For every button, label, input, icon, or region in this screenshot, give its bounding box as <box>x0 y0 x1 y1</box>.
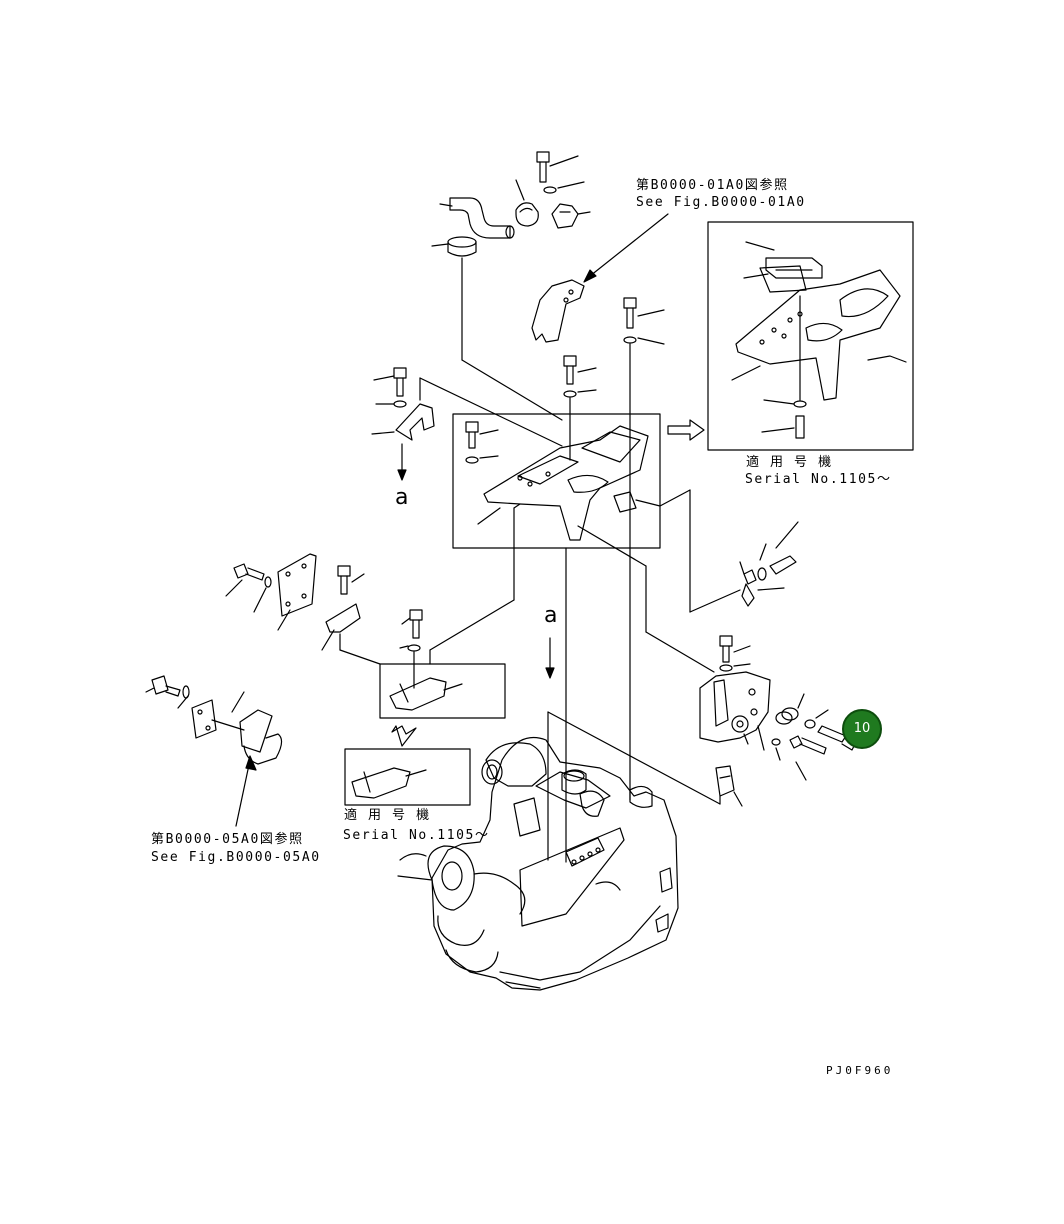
reference-top-en: See Fig.B0000-01A0 <box>636 195 806 210</box>
view-marker-upper: a <box>395 485 409 510</box>
bolt-left-a <box>225 563 272 613</box>
bushing <box>775 693 805 725</box>
reference-left-en: See Fig.B0000-05A0 <box>151 850 321 865</box>
detail-box-right <box>707 221 914 451</box>
view-marker-lower: a <box>544 603 558 628</box>
plate-left <box>277 553 317 631</box>
serial-right-en: Serial No.1105～ <box>745 472 892 487</box>
engine-mount-right <box>699 635 771 751</box>
support-stay <box>531 279 585 343</box>
hinge-box-lower <box>344 748 471 806</box>
hinge-bolt <box>399 609 423 689</box>
hose-elbow <box>439 197 515 239</box>
reference-top-jp: 第B0000-01A0図参照 <box>636 178 789 193</box>
bracket-left-mid <box>321 565 381 665</box>
hinge-box-upper <box>379 663 506 719</box>
serial-right-jp: 適 用 号 機 <box>746 455 833 470</box>
mount-foot <box>715 765 743 807</box>
leader-mount <box>547 547 721 863</box>
bolt-left-mid <box>465 421 499 464</box>
hinge-bracket <box>389 677 463 711</box>
reference-arrow-left <box>235 755 257 827</box>
leader-left-hinge <box>429 503 521 665</box>
hose-clamp <box>515 179 539 227</box>
clamp-bracket <box>551 203 591 229</box>
drawing-code: PJ0F960 <box>826 1064 894 1077</box>
hinge-bracket-lower <box>351 767 427 799</box>
bolt-center <box>563 355 597 461</box>
center-frame <box>477 425 661 541</box>
mount-left <box>145 675 283 765</box>
serial-left-jp: 適 用 号 機 <box>344 808 431 823</box>
washer-right <box>771 709 829 761</box>
sensor-assembly <box>739 521 799 607</box>
arrow-view-a <box>545 637 555 679</box>
bracket-upper-left <box>371 367 563 481</box>
reference-left-jp: 第B0000-05A0図参照 <box>151 832 304 847</box>
arrow-to-detail <box>667 419 705 441</box>
engine <box>397 736 679 991</box>
leader-center-right <box>577 489 741 673</box>
upper-bolt <box>536 151 585 194</box>
detail-frame <box>731 241 907 439</box>
reference-arrow-top <box>583 213 669 283</box>
callout-badge[interactable]: 10 <box>842 709 882 749</box>
serial-left-en: Serial No.1105～ <box>343 828 490 843</box>
bolt-right-upper <box>623 297 665 549</box>
arrow-down-hinge <box>391 725 417 747</box>
center-frame-box <box>452 413 661 549</box>
hose-ring <box>431 236 563 421</box>
